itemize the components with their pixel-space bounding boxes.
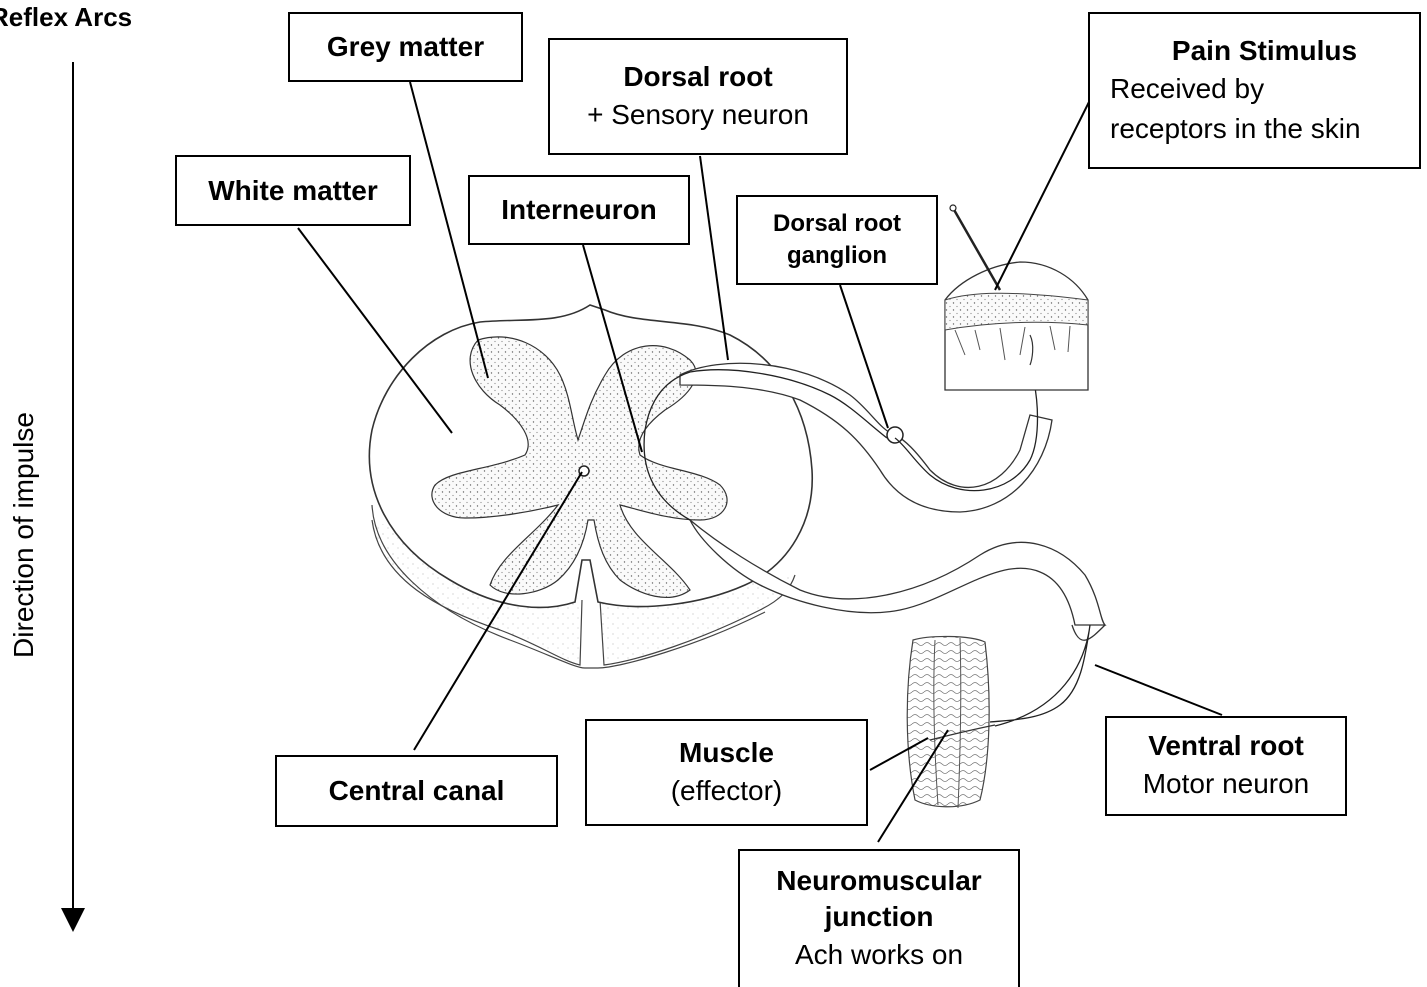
muscle-shape [907, 636, 995, 808]
central-canal-title: Central canal [329, 773, 505, 809]
dorsal-root-ganglion-shape [887, 427, 903, 443]
page-title: Reflex Arcs [0, 2, 132, 33]
label-grey-matter: Grey matter [288, 12, 523, 82]
label-dorsal-root-ganglion: Dorsal root ganglion [736, 195, 938, 285]
muscle-title: Muscle [679, 735, 774, 771]
muscle-subtitle: (effector) [671, 771, 783, 811]
pain-stimulus-line2: receptors in the skin [1110, 109, 1361, 149]
grey-matter-title: Grey matter [327, 29, 484, 65]
neuromuscular-junction-subtitle: Ach works on [795, 935, 963, 975]
ventral-root-title: Ventral root [1148, 728, 1304, 764]
skin-block [945, 262, 1088, 390]
label-pain-stimulus: Pain Stimulus Received by receptors in t… [1088, 12, 1421, 169]
pain-stimulus-title: Pain Stimulus [1172, 33, 1357, 69]
label-dorsal-root: Dorsal root + Sensory neuron [548, 38, 848, 155]
label-central-canal: Central canal [275, 755, 558, 827]
neuromuscular-junction-line2: junction [825, 899, 934, 935]
label-neuromuscular-junction: Neuromuscular junction Ach works on [738, 849, 1020, 987]
pain-stimulus-line1: Received by [1110, 69, 1264, 109]
label-interneuron: Interneuron [468, 175, 690, 245]
dorsal-root-ganglion-line1: Dorsal root [773, 208, 901, 240]
direction-of-impulse-label: Direction of impulse [8, 412, 40, 658]
white-matter-title: White matter [208, 173, 378, 209]
dorsal-root-title: Dorsal root [623, 59, 772, 95]
dorsal-root-ganglion-line2: ganglion [787, 240, 887, 272]
motor-neuron [990, 625, 1090, 726]
ventral-root-subtitle: Motor neuron [1143, 764, 1310, 804]
label-white-matter: White matter [175, 155, 411, 226]
interneuron-title: Interneuron [501, 192, 657, 228]
label-muscle: Muscle (effector) [585, 719, 868, 826]
neuromuscular-junction-line1: Neuromuscular [776, 863, 981, 899]
label-ventral-root: Ventral root Motor neuron [1105, 716, 1347, 816]
dorsal-root-subtitle: + Sensory neuron [587, 95, 809, 135]
